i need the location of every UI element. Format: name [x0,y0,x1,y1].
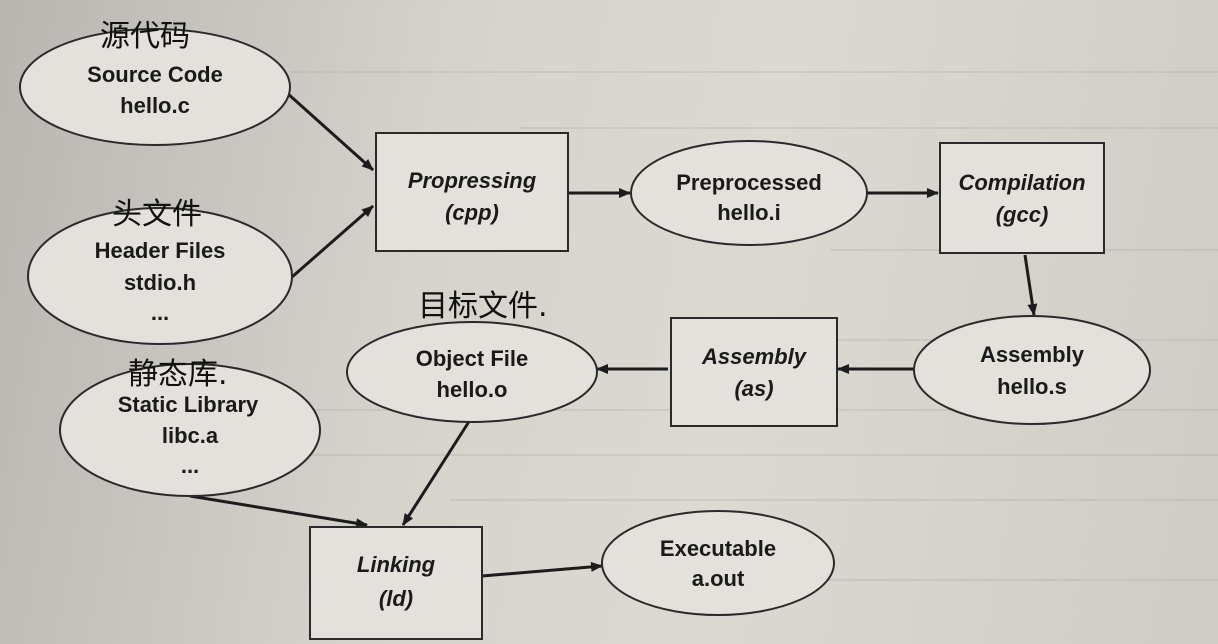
linking-tool: (ld) [379,586,413,611]
arrow-static-library-to-linking [189,494,368,529]
arrow-source-to-preprocessing [285,91,375,172]
node-assembly-step: Assembly (as) [670,317,838,427]
preprocessed-file: hello.i [717,200,781,225]
header-files-title: Header Files [95,238,226,263]
node-executable: Executable a.out [601,510,835,616]
arrow-header-to-preprocessing [291,204,374,279]
arrow-linking-to-executable [481,561,603,578]
static-library-file: libc.a [162,423,219,448]
linking-title: Linking [357,552,436,577]
static-library-more: ... [181,453,199,478]
source-code-file: hello.c [120,93,190,118]
executable-title: Executable [660,536,776,561]
handwritten-note-static-library: 静态库. [128,357,228,392]
node-header-files: Header Files stdio.h ... [27,207,293,345]
handwritten-note-source: 源代码 [100,19,190,54]
object-file-title: Object File [416,346,528,371]
handwritten-note-object-file: 目标文件. [418,289,548,324]
static-library-title: Static Library [118,392,259,417]
preprocessing-tool: (cpp) [445,200,499,225]
preprocessed-title: Preprocessed [676,170,822,195]
assembly-step-tool: (as) [734,376,773,401]
node-linking: Linking (ld) [309,526,483,640]
node-source-code: Source Code hello.c [19,28,291,146]
assembly-step-title: Assembly [701,344,808,369]
assembly-file-name: hello.s [997,374,1067,399]
arrows [189,91,1038,578]
object-file-name: hello.o [437,377,508,402]
preprocessing-title: Propressing [408,168,537,193]
header-files-more: ... [151,300,169,325]
node-assembly-file: Assembly hello.s [913,315,1151,425]
node-static-library: Static Library libc.a ... [59,363,321,497]
node-preprocessing: Propressing (cpp) [375,132,569,252]
header-files-file: stdio.h [124,270,196,295]
compilation-title: Compilation [958,170,1085,195]
arrow-object-file-to-linking [401,419,472,526]
source-code-title: Source Code [87,62,223,87]
handwritten-note-header: 头文件 [112,197,202,232]
compilation-tool: (gcc) [996,202,1049,227]
node-compilation: Compilation (gcc) [939,142,1105,254]
node-preprocessed: Preprocessed hello.i [630,140,868,246]
arrow-compilation-to-assembly-file [1023,254,1038,316]
node-object-file: Object File hello.o [346,321,598,423]
executable-file: a.out [692,566,745,591]
assembly-file-title: Assembly [980,342,1085,367]
